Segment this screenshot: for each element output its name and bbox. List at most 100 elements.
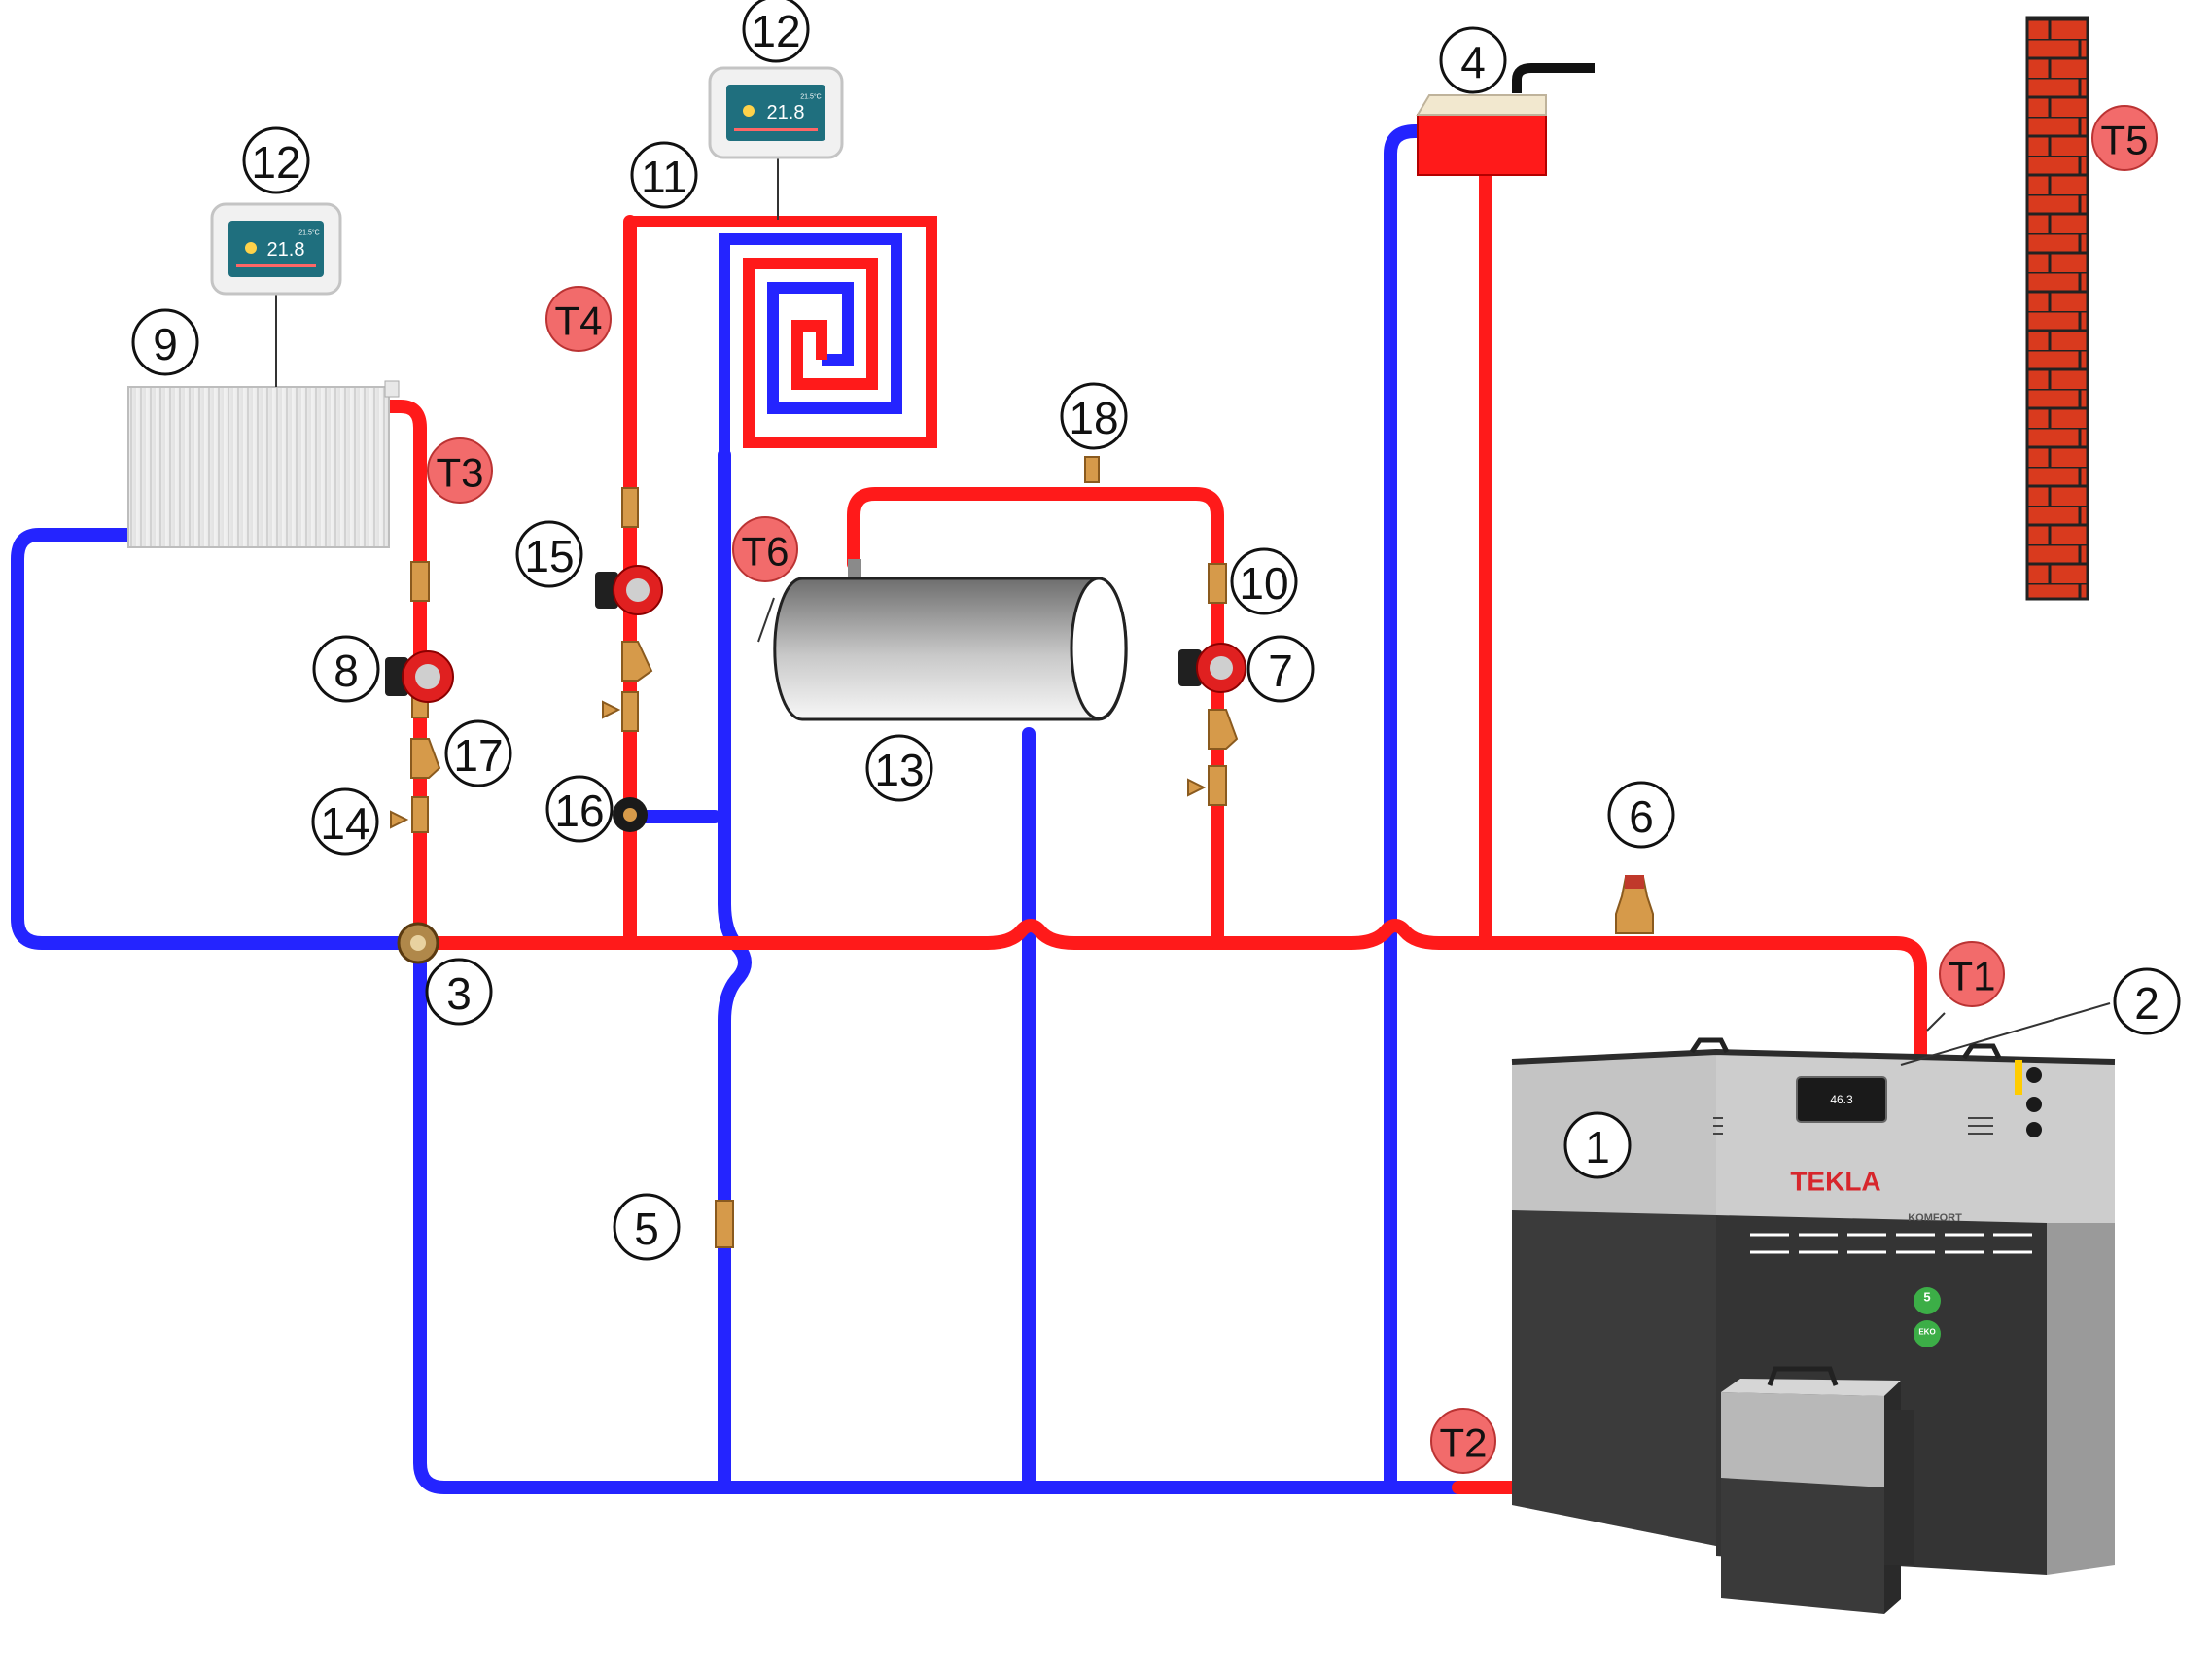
- tag-circle: [1939, 941, 2005, 1007]
- component-label-c11: 11: [630, 141, 698, 209]
- label-circle: [1246, 635, 1315, 703]
- floor-heating-spiral: [630, 216, 937, 455]
- component-label-c10: 10: [1230, 547, 1298, 615]
- tag-circle: [732, 516, 798, 582]
- boiler-controller: [1796, 1076, 1887, 1123]
- radiator: [127, 380, 400, 548]
- radiator-supply-pipe: [382, 400, 427, 950]
- label-text: 3: [446, 968, 472, 1019]
- tag-text: T5: [2100, 118, 2148, 163]
- label-text: 9: [153, 319, 178, 369]
- component-label-c18: 18: [1060, 382, 1128, 450]
- label-text: 18: [1069, 393, 1118, 443]
- tank-supply-pipe: [847, 487, 1224, 950]
- sensor-tag-t2: T2: [1430, 1408, 1496, 1474]
- label-text: 6: [1629, 791, 1654, 842]
- component-label-c14: 14: [311, 787, 379, 856]
- label-text: 1: [1585, 1122, 1610, 1172]
- label-circle: [242, 126, 310, 194]
- label-circle: [425, 958, 493, 1026]
- label-circle: [515, 520, 583, 588]
- thermostat-temperature: 21.8: [767, 102, 805, 123]
- sun-icon: [245, 242, 257, 254]
- label-circle: [1439, 26, 1507, 94]
- label-circle: [312, 635, 380, 703]
- sun-icon: [743, 105, 755, 117]
- label-text: 4: [1460, 37, 1486, 87]
- sensor-tag-t3: T3: [427, 437, 493, 504]
- tag-circle: [2091, 105, 2158, 171]
- pump-tank: [1178, 643, 1246, 693]
- boiler-model: KOMFORT: [1908, 1212, 1962, 1224]
- component-label-c12b: 12: [742, 0, 810, 63]
- expansion-vessel: [1416, 63, 1595, 176]
- sensor-tag-t4: T4: [545, 286, 612, 352]
- label-circle: [1060, 382, 1128, 450]
- label-text: 5: [634, 1204, 659, 1254]
- mixing-valve-3: [397, 922, 439, 964]
- sensor-tag-t1: T1: [1939, 941, 2005, 1007]
- expansion-return-pipe: [1384, 124, 1431, 1494]
- label-circle: [1607, 781, 1675, 849]
- floor-return-pipe: [718, 448, 752, 1494]
- boiler-brand: TEKLA: [1790, 1167, 1880, 1197]
- label-text: 13: [874, 745, 924, 795]
- return-pipes: [11, 124, 1519, 1494]
- component-label-c1: 1: [1563, 1111, 1632, 1179]
- label-circle: [865, 734, 933, 802]
- label-text: 10: [1239, 558, 1288, 609]
- label-text: 11: [641, 152, 687, 202]
- component-label-c2: 2: [2113, 967, 2181, 1035]
- label-circle: [1563, 1111, 1632, 1179]
- pump-floor: [595, 565, 663, 615]
- label-circle: [613, 1193, 681, 1261]
- tag-text: T1: [1948, 954, 1995, 999]
- label-text: 16: [554, 786, 604, 836]
- eco-badge: EKO: [1918, 1328, 1935, 1337]
- controller-display: 46.3: [1830, 1093, 1853, 1106]
- component-label-c6: 6: [1607, 781, 1675, 849]
- main-return-pipe: [413, 946, 1519, 1494]
- label-text: 12: [251, 137, 300, 188]
- tag-circle: [1430, 1408, 1496, 1474]
- strainers: [410, 641, 1239, 779]
- radiator-return-pipe: [11, 528, 413, 950]
- main-supply-pipe: [413, 919, 1927, 1062]
- sensor-tag-t5: T5: [2091, 105, 2158, 171]
- valve-handles: [390, 700, 1207, 829]
- label-circle: [742, 0, 810, 63]
- label-text: 12: [751, 6, 800, 56]
- tag-text: T2: [1439, 1420, 1487, 1466]
- component-label-c9: 9: [131, 308, 199, 376]
- component-label-c12a: 12: [242, 126, 310, 194]
- hot-water-tank: [757, 559, 1128, 721]
- safety-valve-cap: [1625, 875, 1644, 889]
- component-label-c13: 13: [865, 734, 933, 802]
- leader-lines: [1900, 1002, 2111, 1066]
- label-circle: [630, 141, 698, 209]
- component-label-c15: 15: [515, 520, 583, 588]
- component-label-c16: 16: [545, 775, 614, 843]
- chimney: [2025, 16, 2089, 601]
- room-thermostat-radiator: 21.8 21.5°C: [210, 202, 342, 296]
- thermostat-temperature: 21.8: [267, 239, 305, 261]
- label-circle: [1230, 547, 1298, 615]
- tag-text: T4: [554, 298, 602, 344]
- label-text: 2: [2134, 978, 2159, 1029]
- label-circle: [131, 308, 199, 376]
- component-label-c8: 8: [312, 635, 380, 703]
- tag-circle: [427, 437, 493, 504]
- label-circle: [444, 719, 512, 787]
- component-label-c3: 3: [425, 958, 493, 1026]
- tag-text: T6: [741, 529, 789, 575]
- label-text: 14: [320, 798, 369, 849]
- component-label-c5: 5: [613, 1193, 681, 1261]
- boiler: 46.3 TEKLA KOMFORT 5 EKO: [1511, 1037, 2116, 1614]
- fittings: [410, 456, 1654, 1248]
- label-circle: [545, 775, 614, 843]
- component-label-c7: 7: [1246, 635, 1315, 703]
- component-label-c17: 17: [444, 719, 512, 787]
- room-thermostat-floor: 21.8 21.5°C: [708, 66, 844, 159]
- sensor-tag-t6: T6: [732, 516, 798, 582]
